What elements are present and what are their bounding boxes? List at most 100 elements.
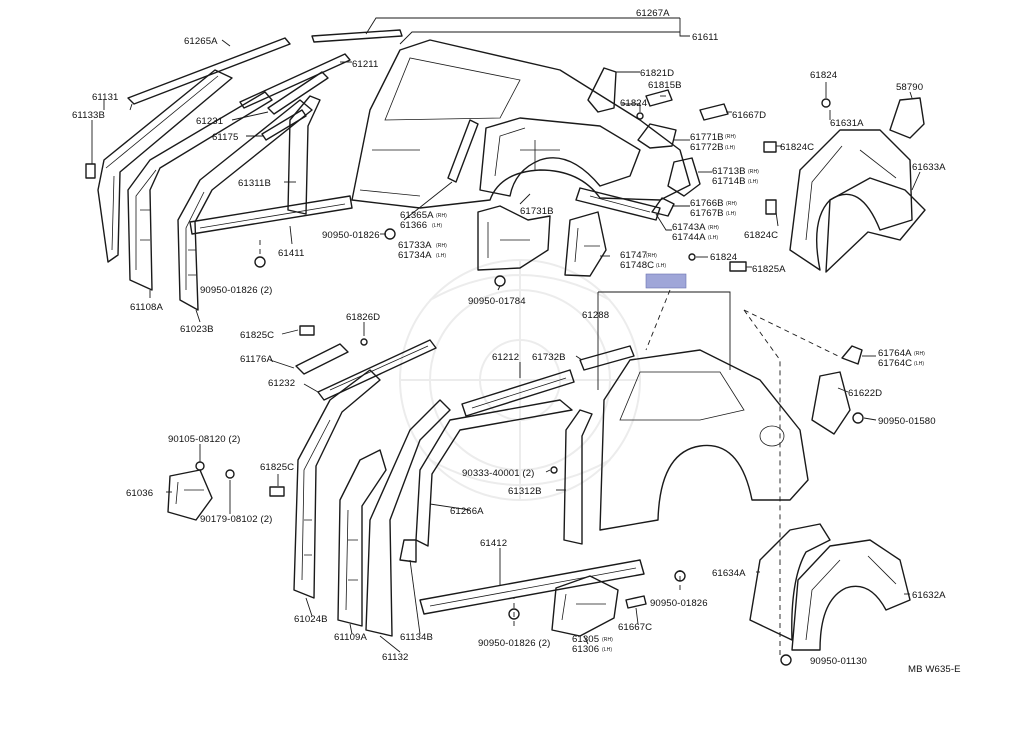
part-61109A: [337, 449, 387, 627]
part-61825C-pad-a: [299, 325, 315, 336]
part-61764A: [841, 345, 863, 365]
label-61265A: 61265A: [184, 36, 218, 47]
label-61731B: 61731B: [520, 206, 554, 217]
label-61108A: 61108A: [130, 302, 163, 313]
part-61212: [461, 369, 575, 417]
label-61824C-a: 61824C: [780, 142, 814, 153]
part-61632A: [791, 539, 911, 651]
label-61132: 61132: [382, 652, 408, 663]
upper-leader-lines: [91, 17, 921, 323]
part-61132: [365, 399, 451, 637]
label-61767B-side: (LH): [726, 211, 736, 217]
part-61311B: [287, 95, 321, 215]
label-61766B-side: (RH): [726, 201, 737, 207]
part-61266A: [415, 399, 573, 547]
label-61821D: 61821D: [640, 68, 674, 79]
label-90179-08102: 90179-08102 (2): [200, 514, 272, 525]
label-61713B-side: (RH): [748, 169, 759, 175]
part-61622D: [811, 371, 851, 435]
fuel-lid: [759, 425, 785, 447]
label-61667C: 61667C: [618, 622, 652, 633]
label-61632A: 61632A: [912, 590, 946, 601]
grommet-90333-40001: [550, 466, 558, 474]
part-61766B: [651, 197, 675, 217]
label-61133B: 61133B: [72, 110, 105, 121]
label-90105-08120: 90105-08120 (2): [168, 434, 240, 445]
label-61743A-side: (RH): [708, 225, 719, 231]
part-61633A: [825, 177, 926, 273]
label-61212: 61212: [492, 352, 519, 363]
part-61667C: [625, 595, 647, 609]
bolt-90950-01784: [494, 275, 506, 287]
label-61744A-side: (LH): [708, 235, 718, 241]
label-61366: 61366: [400, 220, 427, 231]
label-61771B: 61771B: [690, 132, 724, 143]
label-90950-01826-2a: 90950-01826 (2): [200, 285, 272, 296]
bolt-90950-01826-2b: [508, 608, 520, 620]
highlight-marker: [645, 273, 687, 289]
label-61366-side: (LH): [432, 223, 442, 229]
label-61825C-b: 61825C: [260, 462, 294, 473]
label-61411: 61411: [278, 248, 304, 259]
clip-61824-lower: [688, 253, 696, 261]
label-61764C: 61764C: [878, 358, 912, 369]
clip-61824-top: [821, 98, 831, 108]
label-61267A: 61267A: [636, 8, 670, 19]
part-61815B: [645, 89, 673, 107]
label-90950-01580: 90950-01580: [878, 416, 936, 427]
label-61288: 61288: [582, 310, 609, 321]
label-61667D: 61667D: [732, 110, 766, 121]
part-61821D: [587, 67, 617, 113]
label-61772B: 61772B: [690, 142, 724, 153]
label-61306: 61306: [572, 644, 599, 655]
label-61733A-side: (RH): [436, 243, 447, 249]
label-61365A: 61365A: [400, 210, 434, 221]
part-61825C-pad-b: [269, 486, 285, 497]
diagram-code: MB W635-E: [908, 664, 961, 675]
part-61747: [564, 211, 607, 277]
part-61036: [167, 469, 213, 521]
label-61743A: 61743A: [672, 222, 706, 233]
label-90950-01130: 90950-01130: [810, 656, 867, 667]
part-61024B: [293, 369, 381, 599]
part-61365A: [447, 119, 479, 183]
clip-61826D: [360, 338, 368, 346]
part-61176A: [295, 343, 349, 375]
label-61744A: 61744A: [672, 232, 706, 243]
label-61036: 61036: [126, 488, 153, 499]
label-61767B: 61767B: [690, 208, 724, 219]
label-61734A-side: (LH): [436, 253, 446, 259]
label-61772B-side: (LH): [725, 145, 735, 151]
label-90950-01826-b: 90950-01826: [650, 598, 708, 609]
label-61747-side: (RH): [646, 253, 657, 259]
part-61631A: [789, 129, 913, 271]
part-61108A: [127, 91, 273, 291]
part-61288: [599, 349, 809, 531]
bolt-90105-08120: [195, 461, 205, 471]
clip-61133B: [85, 163, 96, 179]
part-61611: [351, 39, 691, 209]
label-90950-01826-2b: 90950-01826 (2): [478, 638, 550, 649]
part-61743A: [575, 187, 661, 221]
part-61312B: [563, 409, 593, 545]
label-61825A: 61825A: [752, 264, 786, 275]
label-58790: 58790: [896, 82, 923, 93]
part-61131: [97, 69, 233, 263]
label-61232: 61232: [268, 378, 295, 389]
part-61231: [267, 71, 329, 115]
label-61764A: 61764A: [878, 348, 912, 359]
lower-leader-lines: [166, 289, 910, 656]
label-61771B-side: (RH): [725, 134, 736, 140]
label-61766B: 61766B: [690, 198, 724, 209]
part-61824C-pad-b: [765, 199, 777, 215]
quarter-window-opening: [384, 57, 521, 121]
label-90333-40001: 90333-40001 (2): [462, 468, 534, 479]
label-61714B: 61714B: [712, 176, 746, 187]
label-61748C-side: (LH): [656, 263, 666, 269]
part-61267A-strip: [311, 29, 403, 43]
upper-outer-panels: [85, 29, 926, 311]
part-61825A-pad: [729, 261, 747, 272]
bolt-90179-08102: [225, 469, 235, 479]
